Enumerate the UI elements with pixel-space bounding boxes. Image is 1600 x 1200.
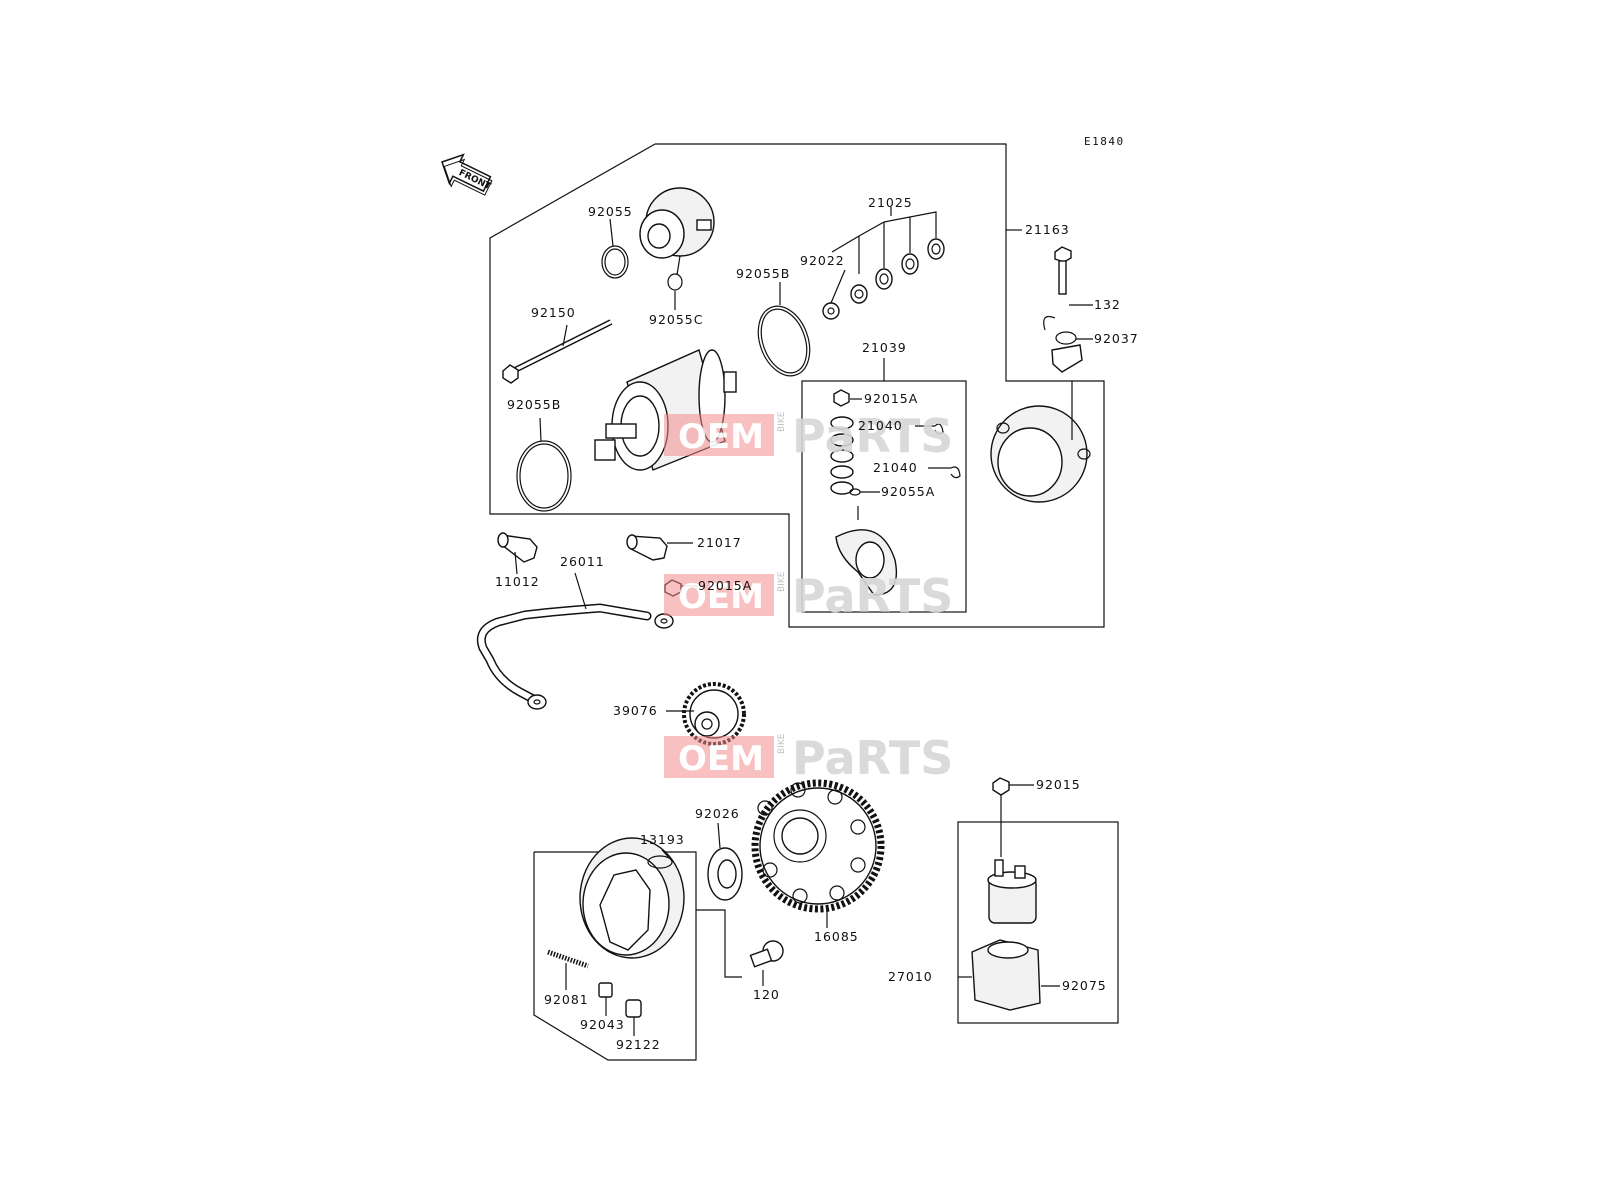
spring-92081 bbox=[547, 949, 589, 969]
o-ring-92055b-lower bbox=[516, 440, 572, 512]
label-21039: 21039 bbox=[862, 340, 907, 355]
svg-text:BIKE: BIKE bbox=[777, 411, 787, 432]
svg-text:BIKE: BIKE bbox=[777, 571, 787, 592]
label-16085: 16085 bbox=[814, 929, 859, 944]
watermark-middle: OEM BIKE PaRTS bbox=[664, 569, 953, 623]
cap-11012 bbox=[497, 532, 538, 563]
label-92122: 92122 bbox=[616, 1037, 661, 1052]
o-ring-92055c bbox=[667, 273, 683, 291]
clutch-group-outline bbox=[533, 851, 697, 1061]
label-92055c: 92055C bbox=[649, 312, 704, 327]
svg-text:PaRTS: PaRTS bbox=[792, 731, 953, 785]
end-cover-21163 bbox=[990, 405, 1091, 503]
label-92026: 92026 bbox=[695, 806, 740, 821]
label-21040-upper: 21040 bbox=[858, 418, 903, 433]
starter-cable-26011 bbox=[476, 603, 674, 710]
label-26011: 26011 bbox=[560, 554, 605, 569]
front-cover bbox=[639, 187, 715, 259]
svg-text:OEM: OEM bbox=[678, 739, 764, 779]
svg-text:BIKE: BIKE bbox=[777, 733, 787, 754]
bolt-120 bbox=[749, 940, 784, 968]
label-92022: 92022 bbox=[800, 253, 845, 268]
label-92015a-lower: 92015A bbox=[698, 578, 752, 593]
pin-92043 bbox=[598, 982, 613, 998]
label-92055b-upper: 92055B bbox=[736, 266, 790, 281]
label-92015a-upper: 92015A bbox=[864, 391, 918, 406]
starter-group-outline bbox=[489, 143, 1105, 628]
label-39076: 39076 bbox=[613, 703, 658, 718]
label-21040-lower: 21040 bbox=[873, 460, 918, 475]
nut-92015 bbox=[992, 777, 1010, 796]
nut-92015a-upper bbox=[833, 389, 850, 407]
roller-92122 bbox=[625, 999, 642, 1018]
label-21163: 21163 bbox=[1025, 222, 1070, 237]
brush-spring-21040-lower bbox=[950, 466, 961, 479]
diagram-code: E1840 bbox=[1084, 135, 1125, 148]
label-27010: 27010 bbox=[888, 969, 933, 984]
o-ring-92055a bbox=[849, 488, 861, 496]
label-21017: 21017 bbox=[697, 535, 742, 550]
o-ring-92055b-upper bbox=[757, 305, 811, 377]
front-arrow-icon: FRONT bbox=[441, 153, 493, 196]
label-92081: 92081 bbox=[544, 992, 589, 1007]
label-11012: 11012 bbox=[495, 574, 540, 589]
bolt-132 bbox=[1054, 246, 1072, 295]
terminal-cover-21017 bbox=[626, 534, 668, 561]
label-132: 132 bbox=[1094, 297, 1121, 312]
label-92015: 92015 bbox=[1036, 777, 1081, 792]
label-92043: 92043 bbox=[580, 1017, 625, 1032]
label-13193: 13193 bbox=[640, 832, 685, 847]
o-ring-92055 bbox=[601, 245, 629, 279]
washer-92026 bbox=[707, 847, 743, 901]
label-92055: 92055 bbox=[588, 204, 633, 219]
relay-holder-92075 bbox=[971, 939, 1041, 1011]
label-120: 120 bbox=[753, 987, 780, 1002]
svg-text:PaRTS: PaRTS bbox=[792, 409, 953, 463]
label-92055a: 92055A bbox=[881, 484, 935, 499]
starter-relay-27010 bbox=[987, 859, 1037, 924]
label-92150: 92150 bbox=[531, 305, 576, 320]
label-92055b-lower: 92055B bbox=[507, 397, 561, 412]
brush-spring-21040-upper bbox=[934, 423, 944, 435]
brush-plate bbox=[835, 506, 898, 596]
starter-clutch-13193 bbox=[579, 837, 685, 959]
label-92075: 92075 bbox=[1062, 978, 1107, 993]
clamp-92037 bbox=[1043, 315, 1083, 373]
brush-washers bbox=[830, 416, 854, 495]
through-bolt bbox=[502, 319, 613, 384]
watermark-upper: OEM BIKE PaRTS bbox=[664, 409, 953, 463]
label-92037: 92037 bbox=[1094, 331, 1139, 346]
label-21025: 21025 bbox=[868, 195, 913, 210]
relay-group-box bbox=[957, 821, 1119, 1024]
washer-set-21025 bbox=[822, 238, 945, 320]
svg-text:OEM: OEM bbox=[678, 577, 764, 617]
watermark-lower: OEM BIKE PaRTS bbox=[664, 731, 953, 785]
svg-text:PaRTS: PaRTS bbox=[792, 569, 953, 623]
svg-text:OEM: OEM bbox=[678, 417, 764, 457]
starter-gear-16085 bbox=[751, 779, 885, 913]
idle-gear-39076 bbox=[682, 682, 746, 746]
